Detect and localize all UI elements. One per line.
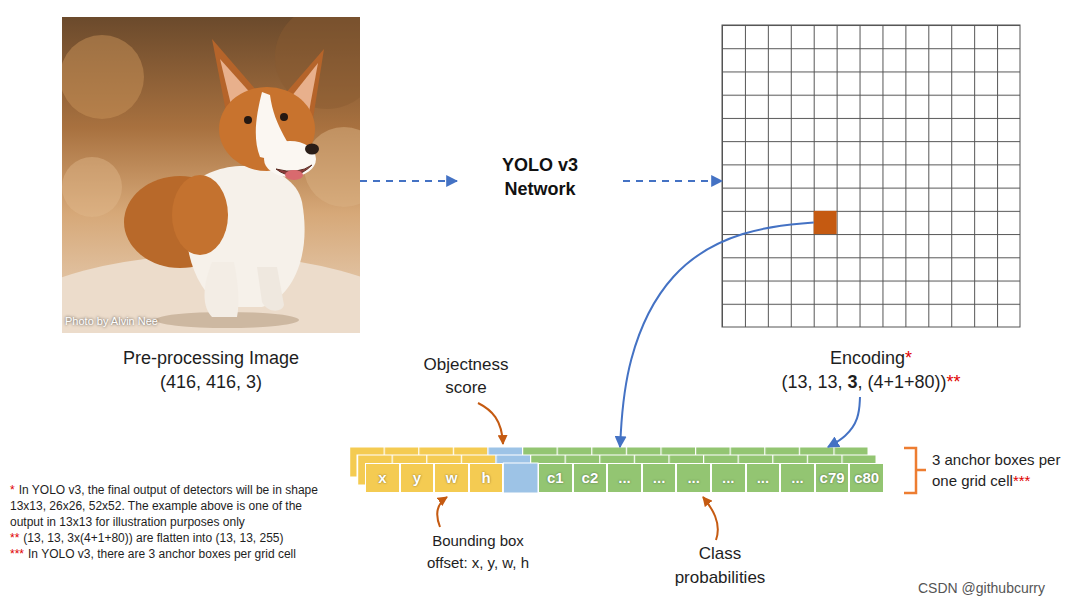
text-holder: Encoding* xyxy=(722,346,1020,370)
vector-cell: ... xyxy=(676,463,711,493)
cell-text: ... xyxy=(791,469,804,486)
text-holder: c1 xyxy=(539,464,572,492)
cell-text: ... xyxy=(653,469,666,486)
cell-text: c1 xyxy=(547,469,564,486)
encoding-title: Encoding xyxy=(830,348,905,368)
shape-text: 3 xyxy=(847,372,857,392)
text-holder: x xyxy=(366,464,399,492)
connector-arrow xyxy=(620,222,814,447)
text-holder: Photo by Alvin Nee xyxy=(65,314,265,328)
anchor-stack: 3 anchor boxes per one grid cell*** x y w h c… xyxy=(345,447,1072,493)
footnote-text: (13, 13, 3x(4+1+80)) are flatten into (1… xyxy=(23,531,283,545)
text-holder: c80 xyxy=(850,464,883,492)
text-holder: ... xyxy=(781,464,814,492)
grid xyxy=(722,25,1020,327)
watermark: CSDN @githubcurry xyxy=(918,580,1045,596)
vector-cell: ... xyxy=(746,463,781,493)
connector-arrow xyxy=(828,397,860,447)
footnotes: *In YOLO v3, the final output of detecto… xyxy=(10,482,336,562)
footnote-text: In YOLO v3, the final output of detector… xyxy=(10,483,318,529)
label-holder: Bounding box offset: x, y, w, h xyxy=(415,530,541,574)
vector-cell: ... xyxy=(711,463,746,493)
cell-text: c2 xyxy=(582,469,599,486)
text-holder: ... xyxy=(643,464,676,492)
footnote-mark: ** xyxy=(947,372,961,392)
cell-text: ... xyxy=(687,469,700,486)
connector-arrow xyxy=(360,180,457,182)
vector-cell: h xyxy=(469,463,504,493)
vector-cell: y xyxy=(400,463,435,493)
cell-text: c80 xyxy=(854,469,879,486)
cell-text: h xyxy=(482,469,491,486)
callout-label: Objectness score xyxy=(423,355,508,397)
footnote-mark: * xyxy=(905,348,912,368)
footnote-mark: *** xyxy=(10,547,24,561)
text-holder: ... xyxy=(712,464,745,492)
shape-text: (13, 13, xyxy=(781,372,842,392)
image-panel: Photo by Alvin NeePre-processing Image (… xyxy=(62,17,360,399)
vector-cell: ... xyxy=(642,463,677,493)
label-holder: Objectness score xyxy=(410,353,522,399)
network-name: YOLO v3 Network xyxy=(502,155,578,199)
text-holder: y xyxy=(401,464,434,492)
text-holder: Pre-processing Image (416, 416, 3) xyxy=(111,346,311,394)
cell-text: w xyxy=(446,469,458,486)
text-holder: ... xyxy=(747,464,780,492)
footnote-mark: * xyxy=(10,483,15,497)
vector-cell: x xyxy=(365,463,400,493)
dog-photo xyxy=(62,17,360,333)
label-holder: ** (13, 13, 3x(4+1+80)) are flatten into … xyxy=(10,530,336,546)
cell-text: ... xyxy=(722,469,735,486)
network-label: YOLO v3 Network xyxy=(457,148,623,206)
image-caption: Pre-processing Image (416, 416, 3) xyxy=(123,348,299,392)
text-holder: h xyxy=(470,464,503,492)
label-holder: *** In YOLO v3, there are 3 anchor boxes … xyxy=(10,546,336,562)
callout-label: Bounding box offset: x, y, w, h xyxy=(427,532,529,571)
text-holder: (13, 13,3, (4+1+80))** xyxy=(722,370,1020,394)
text-holder: c2 xyxy=(574,464,607,492)
footnote-mark: *** xyxy=(1013,472,1031,489)
text-holder: 3 anchor boxes per one grid cell*** xyxy=(932,449,1072,491)
vector-cell: c80 xyxy=(849,463,884,493)
shape-text: , (4+1+80)) xyxy=(857,372,946,392)
anchor-label: 3 anchor boxes per one grid cell xyxy=(932,451,1060,489)
footnote-mark: ** xyxy=(10,531,19,545)
cell-text: y xyxy=(413,469,421,486)
leader-arrow xyxy=(437,497,447,527)
leader-arrow xyxy=(703,497,718,540)
vector-cell: c2 xyxy=(573,463,608,493)
vector-cell: w xyxy=(434,463,469,493)
cell-text: c79 xyxy=(820,469,845,486)
callout-label: Class probabilities xyxy=(675,544,766,587)
bracket xyxy=(904,448,926,493)
vector-cell: c1 xyxy=(538,463,573,493)
cell-text: ... xyxy=(618,469,631,486)
text-holder: ... xyxy=(677,464,710,492)
encoding-grid: Encoding*(13, 13,3, (4+1+80))** xyxy=(722,25,1020,397)
vector-cell: ... xyxy=(607,463,642,493)
text-holder: YOLO v3 Network xyxy=(495,153,585,201)
vector-cell: c79 xyxy=(815,463,850,493)
text-holder: c79 xyxy=(816,464,849,492)
footnote-text: In YOLO v3, there are 3 anchor boxes per… xyxy=(28,547,296,561)
connector-arrow xyxy=(623,180,722,182)
label-holder: Class probabilities xyxy=(660,542,780,590)
anchor-layer xyxy=(349,447,876,493)
vector-cell: ... xyxy=(780,463,815,493)
text-holder: w xyxy=(435,464,468,492)
cell-text: ... xyxy=(757,469,770,486)
label-holder: *In YOLO v3, the final output of detecto… xyxy=(10,482,336,530)
photo-credit: Photo by Alvin Nee xyxy=(65,315,158,327)
label-holder: CSDN @githubcurry xyxy=(918,579,1068,597)
text-holder: ... xyxy=(608,464,641,492)
leader-arrow xyxy=(478,403,503,444)
cell-text: x xyxy=(378,469,386,486)
